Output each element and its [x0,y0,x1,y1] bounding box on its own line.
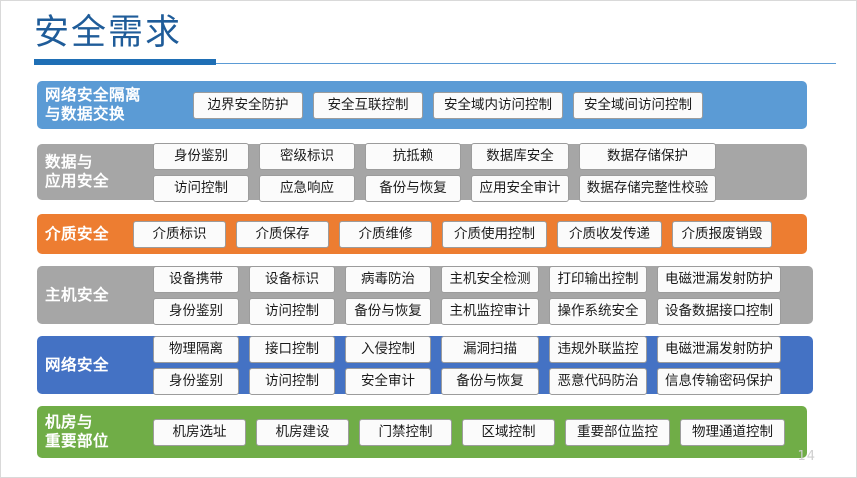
item-line: 身份鉴别 访问控制 备份与恢复 主机监控审计 操作系统安全 设备数据接口控制 [153,297,807,325]
requirement-chip[interactable]: 接口控制 [249,335,335,363]
requirement-chip[interactable]: 违规外联监控 [549,335,647,363]
item-line: 访问控制 应急响应 备份与恢复 应用安全审计 数据存储完整性校验 [153,174,801,202]
requirement-chip[interactable]: 介质保存 [236,220,329,248]
category-items: 身份鉴别 密级标识 抗抵赖 数据库安全 数据存储保护 访问控制 应急响应 备份与… [153,142,801,202]
requirement-chip[interactable]: 应用安全审计 [471,174,569,202]
category-row-computer-room[interactable]: 机房与 重要部位 机房选址 机房建设 门禁控制 区域控制 重要部位监控 物理通道… [37,406,807,458]
requirement-chip[interactable]: 电磁泄漏发射防护 [657,265,781,293]
requirement-chip[interactable]: 重要部位监控 [565,418,670,446]
category-label: 数据与 应用安全 [45,153,110,190]
category-items: 物理隔离 接口控制 入侵控制 漏洞扫描 违规外联监控 电磁泄漏发射防护 身份鉴别… [153,335,807,395]
requirement-chip[interactable]: 访问控制 [153,174,249,202]
item-line: 身份鉴别 密级标识 抗抵赖 数据库安全 数据存储保护 [153,142,801,170]
requirement-chip[interactable]: 设备数据接口控制 [657,297,781,325]
requirement-chip[interactable]: 备份与恢复 [441,367,539,395]
item-line: 物理隔离 接口控制 入侵控制 漏洞扫描 违规外联监控 电磁泄漏发射防护 [153,335,807,363]
requirement-chip[interactable]: 病毒防治 [345,265,431,293]
requirement-chip[interactable]: 门禁控制 [359,418,452,446]
requirement-chip[interactable]: 身份鉴别 [153,297,239,325]
category-label: 网络安全 [45,355,110,374]
requirement-chip[interactable]: 数据存储保护 [579,142,716,170]
requirement-chip[interactable]: 备份与恢复 [365,174,461,202]
requirement-chip[interactable]: 边界安全防护 [193,91,303,119]
requirement-chip[interactable]: 安全域内访问控制 [433,91,563,119]
requirement-chip[interactable]: 区域控制 [462,418,555,446]
requirement-chip[interactable]: 机房建设 [256,418,349,446]
category-label: 主机安全 [45,285,110,304]
category-label: 机房与 重要部位 [45,413,110,450]
item-line: 边界安全防护 安全互联控制 安全域内访问控制 安全域间访问控制 [193,91,801,119]
category-row-media-security[interactable]: 介质安全 介质标识 介质保存 介质维修 介质使用控制 介质收发传递 介质报废销毁 [37,214,807,254]
title-block: 安全需求 [1,1,857,73]
category-row-network-isolation[interactable]: 网络安全隔离 与数据交换 边界安全防护 安全互联控制 安全域内访问控制 安全域间… [37,81,807,129]
requirement-chip[interactable]: 密级标识 [259,142,355,170]
category-items: 边界安全防护 安全互联控制 安全域内访问控制 安全域间访问控制 [193,91,801,119]
page-title: 安全需求 [34,13,183,53]
category-row-data-application-security[interactable]: 数据与 应用安全 身份鉴别 密级标识 抗抵赖 数据库安全 数据存储保护 访问控制… [37,142,807,202]
requirement-chip[interactable]: 主机监控审计 [441,297,539,325]
requirement-chip[interactable]: 漏洞扫描 [441,335,539,363]
requirement-chip[interactable]: 安全互联控制 [313,91,423,119]
requirement-chip[interactable]: 介质使用控制 [442,220,547,248]
requirement-chip[interactable]: 身份鉴别 [153,142,249,170]
requirement-chip[interactable]: 抗抵赖 [365,142,461,170]
requirement-chip[interactable]: 机房选址 [153,418,246,446]
requirement-chip[interactable]: 设备标识 [249,265,335,293]
requirement-chip[interactable]: 恶意代码防治 [549,367,647,395]
requirement-chip[interactable]: 访问控制 [249,297,335,325]
requirement-chip[interactable]: 物理隔离 [153,335,239,363]
item-line: 介质标识 介质保存 介质维修 介质使用控制 介质收发传递 介质报废销毁 [133,220,801,248]
requirement-chip[interactable]: 数据库安全 [471,142,569,170]
title-underline-thin [34,63,836,64]
category-label: 网络安全隔离 与数据交换 [45,86,142,123]
requirement-chip[interactable]: 介质报废销毁 [672,220,772,248]
requirement-chip[interactable]: 安全域间访问控制 [573,91,703,119]
requirement-chip[interactable]: 身份鉴别 [153,367,239,395]
title-underline-accent [34,59,216,65]
category-items: 机房选址 机房建设 门禁控制 区域控制 重要部位监控 物理通道控制 [153,418,801,446]
requirement-chip[interactable]: 介质收发传递 [557,220,662,248]
item-line: 身份鉴别 访问控制 安全审计 备份与恢复 恶意代码防治 信息传输密码保护 [153,367,807,395]
requirement-chip[interactable]: 介质标识 [133,220,226,248]
requirement-chip[interactable]: 信息传输密码保护 [657,367,781,395]
requirement-chip[interactable]: 操作系统安全 [549,297,647,325]
category-items: 介质标识 介质保存 介质维修 介质使用控制 介质收发传递 介质报废销毁 [133,220,801,248]
requirement-chip[interactable]: 备份与恢复 [345,297,431,325]
requirement-chip[interactable]: 物理通道控制 [680,418,785,446]
category-row-network-security[interactable]: 网络安全 物理隔离 接口控制 入侵控制 漏洞扫描 违规外联监控 电磁泄漏发射防护… [37,335,813,395]
page-number: 14 [797,449,816,464]
requirement-chip[interactable]: 应急响应 [259,174,355,202]
requirement-chip[interactable]: 介质维修 [339,220,432,248]
category-items: 设备携带 设备标识 病毒防治 主机安全检测 打印输出控制 电磁泄漏发射防护 身份… [153,265,807,325]
requirement-chip[interactable]: 主机安全检测 [441,265,539,293]
category-row-host-security[interactable]: 主机安全 设备携带 设备标识 病毒防治 主机安全检测 打印输出控制 电磁泄漏发射… [37,265,813,325]
requirement-chip[interactable]: 数据存储完整性校验 [579,174,716,202]
requirement-chip[interactable]: 入侵控制 [345,335,431,363]
category-label: 介质安全 [45,224,110,243]
item-line: 机房选址 机房建设 门禁控制 区域控制 重要部位监控 物理通道控制 [153,418,801,446]
requirement-chip[interactable]: 电磁泄漏发射防护 [657,335,781,363]
item-line: 设备携带 设备标识 病毒防治 主机安全检测 打印输出控制 电磁泄漏发射防护 [153,265,807,293]
requirement-chip[interactable]: 设备携带 [153,265,239,293]
requirement-chip[interactable]: 安全审计 [345,367,431,395]
requirement-chip[interactable]: 打印输出控制 [549,265,647,293]
requirement-chip[interactable]: 访问控制 [249,367,335,395]
